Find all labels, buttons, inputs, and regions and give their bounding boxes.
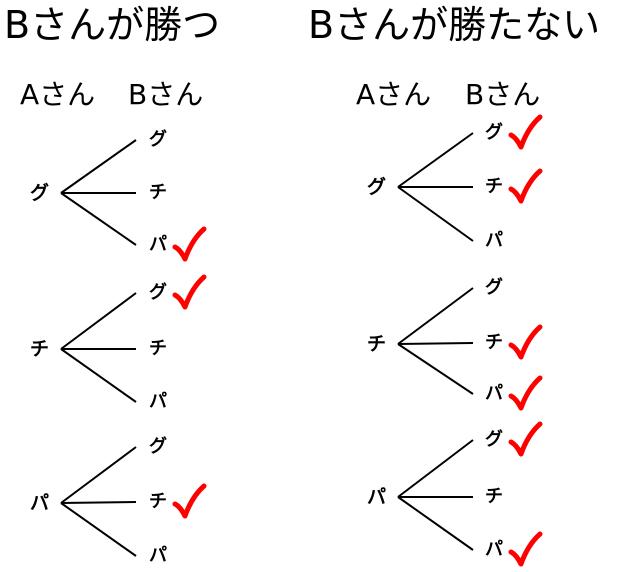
leaf-node: グ bbox=[149, 282, 167, 303]
check-mark-icon bbox=[172, 274, 207, 310]
root-node: パ bbox=[367, 486, 387, 508]
branch-line bbox=[60, 502, 137, 557]
branch-line bbox=[397, 496, 474, 551]
leaf-node: グ bbox=[485, 277, 503, 298]
root-node: パ bbox=[30, 492, 50, 514]
check-mark-icon bbox=[172, 483, 207, 519]
branch-line bbox=[397, 186, 474, 242]
column-header-b: Bさん bbox=[465, 78, 541, 111]
panel-title: Bさんが勝つ bbox=[4, 3, 221, 47]
root-node: チ bbox=[367, 333, 387, 355]
leaf-node: パ bbox=[485, 230, 503, 251]
root-node: チ bbox=[30, 338, 50, 360]
leaf-node: グ bbox=[149, 436, 167, 457]
leaf-node: チ bbox=[149, 338, 167, 359]
leaf-node: チ bbox=[149, 182, 167, 203]
branch-line bbox=[60, 348, 137, 403]
branch-line bbox=[60, 446, 137, 504]
column-header-b: Bさん bbox=[128, 78, 204, 111]
leaf-node: グ bbox=[149, 129, 167, 150]
leaf-node: チ bbox=[485, 332, 503, 353]
leaf-node: チ bbox=[149, 491, 167, 512]
leaf-node: パ bbox=[149, 391, 167, 412]
leaf-node: パ bbox=[149, 545, 167, 566]
branch-line bbox=[60, 139, 137, 194]
branch-line bbox=[397, 343, 474, 395]
branch-line bbox=[397, 342, 474, 345]
check-mark-icon bbox=[508, 168, 543, 204]
branch-line bbox=[397, 287, 474, 345]
branch-line bbox=[60, 292, 137, 350]
panel-title: Bさんが勝たない bbox=[308, 3, 601, 47]
check-mark-icon bbox=[508, 324, 543, 360]
column-header-a: Aさん bbox=[356, 78, 432, 111]
branch-line bbox=[60, 501, 137, 504]
leaf-node: パ bbox=[149, 234, 167, 255]
check-mark-icon bbox=[508, 531, 543, 567]
leaf-node: パ bbox=[485, 539, 503, 560]
branch-line bbox=[397, 132, 474, 188]
check-mark-icon bbox=[508, 421, 543, 457]
branch-line bbox=[60, 192, 137, 246]
root-node: グ bbox=[30, 182, 50, 204]
branch-line bbox=[397, 439, 474, 498]
check-mark-icon bbox=[172, 226, 207, 262]
leaf-node: グ bbox=[485, 122, 503, 143]
leaf-node: パ bbox=[485, 383, 503, 404]
check-mark-icon bbox=[508, 375, 543, 411]
leaf-node: グ bbox=[485, 429, 503, 450]
leaf-node: チ bbox=[485, 486, 503, 507]
check-mark-icon bbox=[508, 114, 543, 150]
root-node: グ bbox=[367, 176, 387, 198]
leaf-node: チ bbox=[485, 176, 503, 197]
column-header-a: Aさん bbox=[20, 78, 96, 111]
